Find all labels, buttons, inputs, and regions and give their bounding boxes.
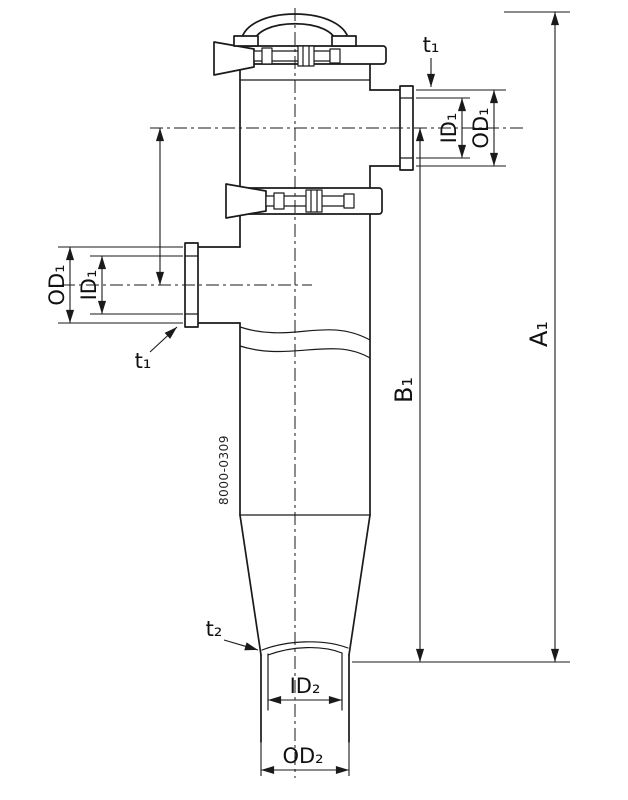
top-clamp: [213, 41, 387, 76]
label-id1-left: ID₁: [77, 270, 101, 301]
left-port: [184, 242, 241, 328]
dim-t2: [223, 639, 259, 651]
dim-t1-left: [149, 326, 178, 353]
mid-clamp: [225, 183, 383, 219]
label-t2: t₂: [206, 617, 223, 641]
clamp-lug: [225, 183, 267, 219]
clamp-nut: [305, 189, 323, 213]
label-od1-right: OD₁: [469, 107, 493, 148]
internal-bend: [239, 326, 371, 359]
dim-od2: [260, 742, 350, 776]
label-od2: OD₂: [282, 744, 323, 768]
dim-right-port: [416, 89, 506, 167]
label-t1-top: t₁: [423, 33, 440, 57]
dim-a1: [352, 11, 570, 663]
part-number-label: 8000-0309: [217, 435, 231, 505]
cone-outlet: [239, 514, 371, 743]
label-a1: A₁: [525, 321, 553, 347]
label-id1-right: ID₁: [437, 113, 461, 144]
label-od1-left: OD₁: [45, 264, 69, 305]
clamp-nut: [297, 45, 315, 67]
label-id2: ID₂: [290, 674, 321, 698]
label-t1-left: t₁: [135, 349, 152, 373]
vessel-shell: [239, 63, 371, 516]
label-b1: B₁: [390, 377, 418, 403]
